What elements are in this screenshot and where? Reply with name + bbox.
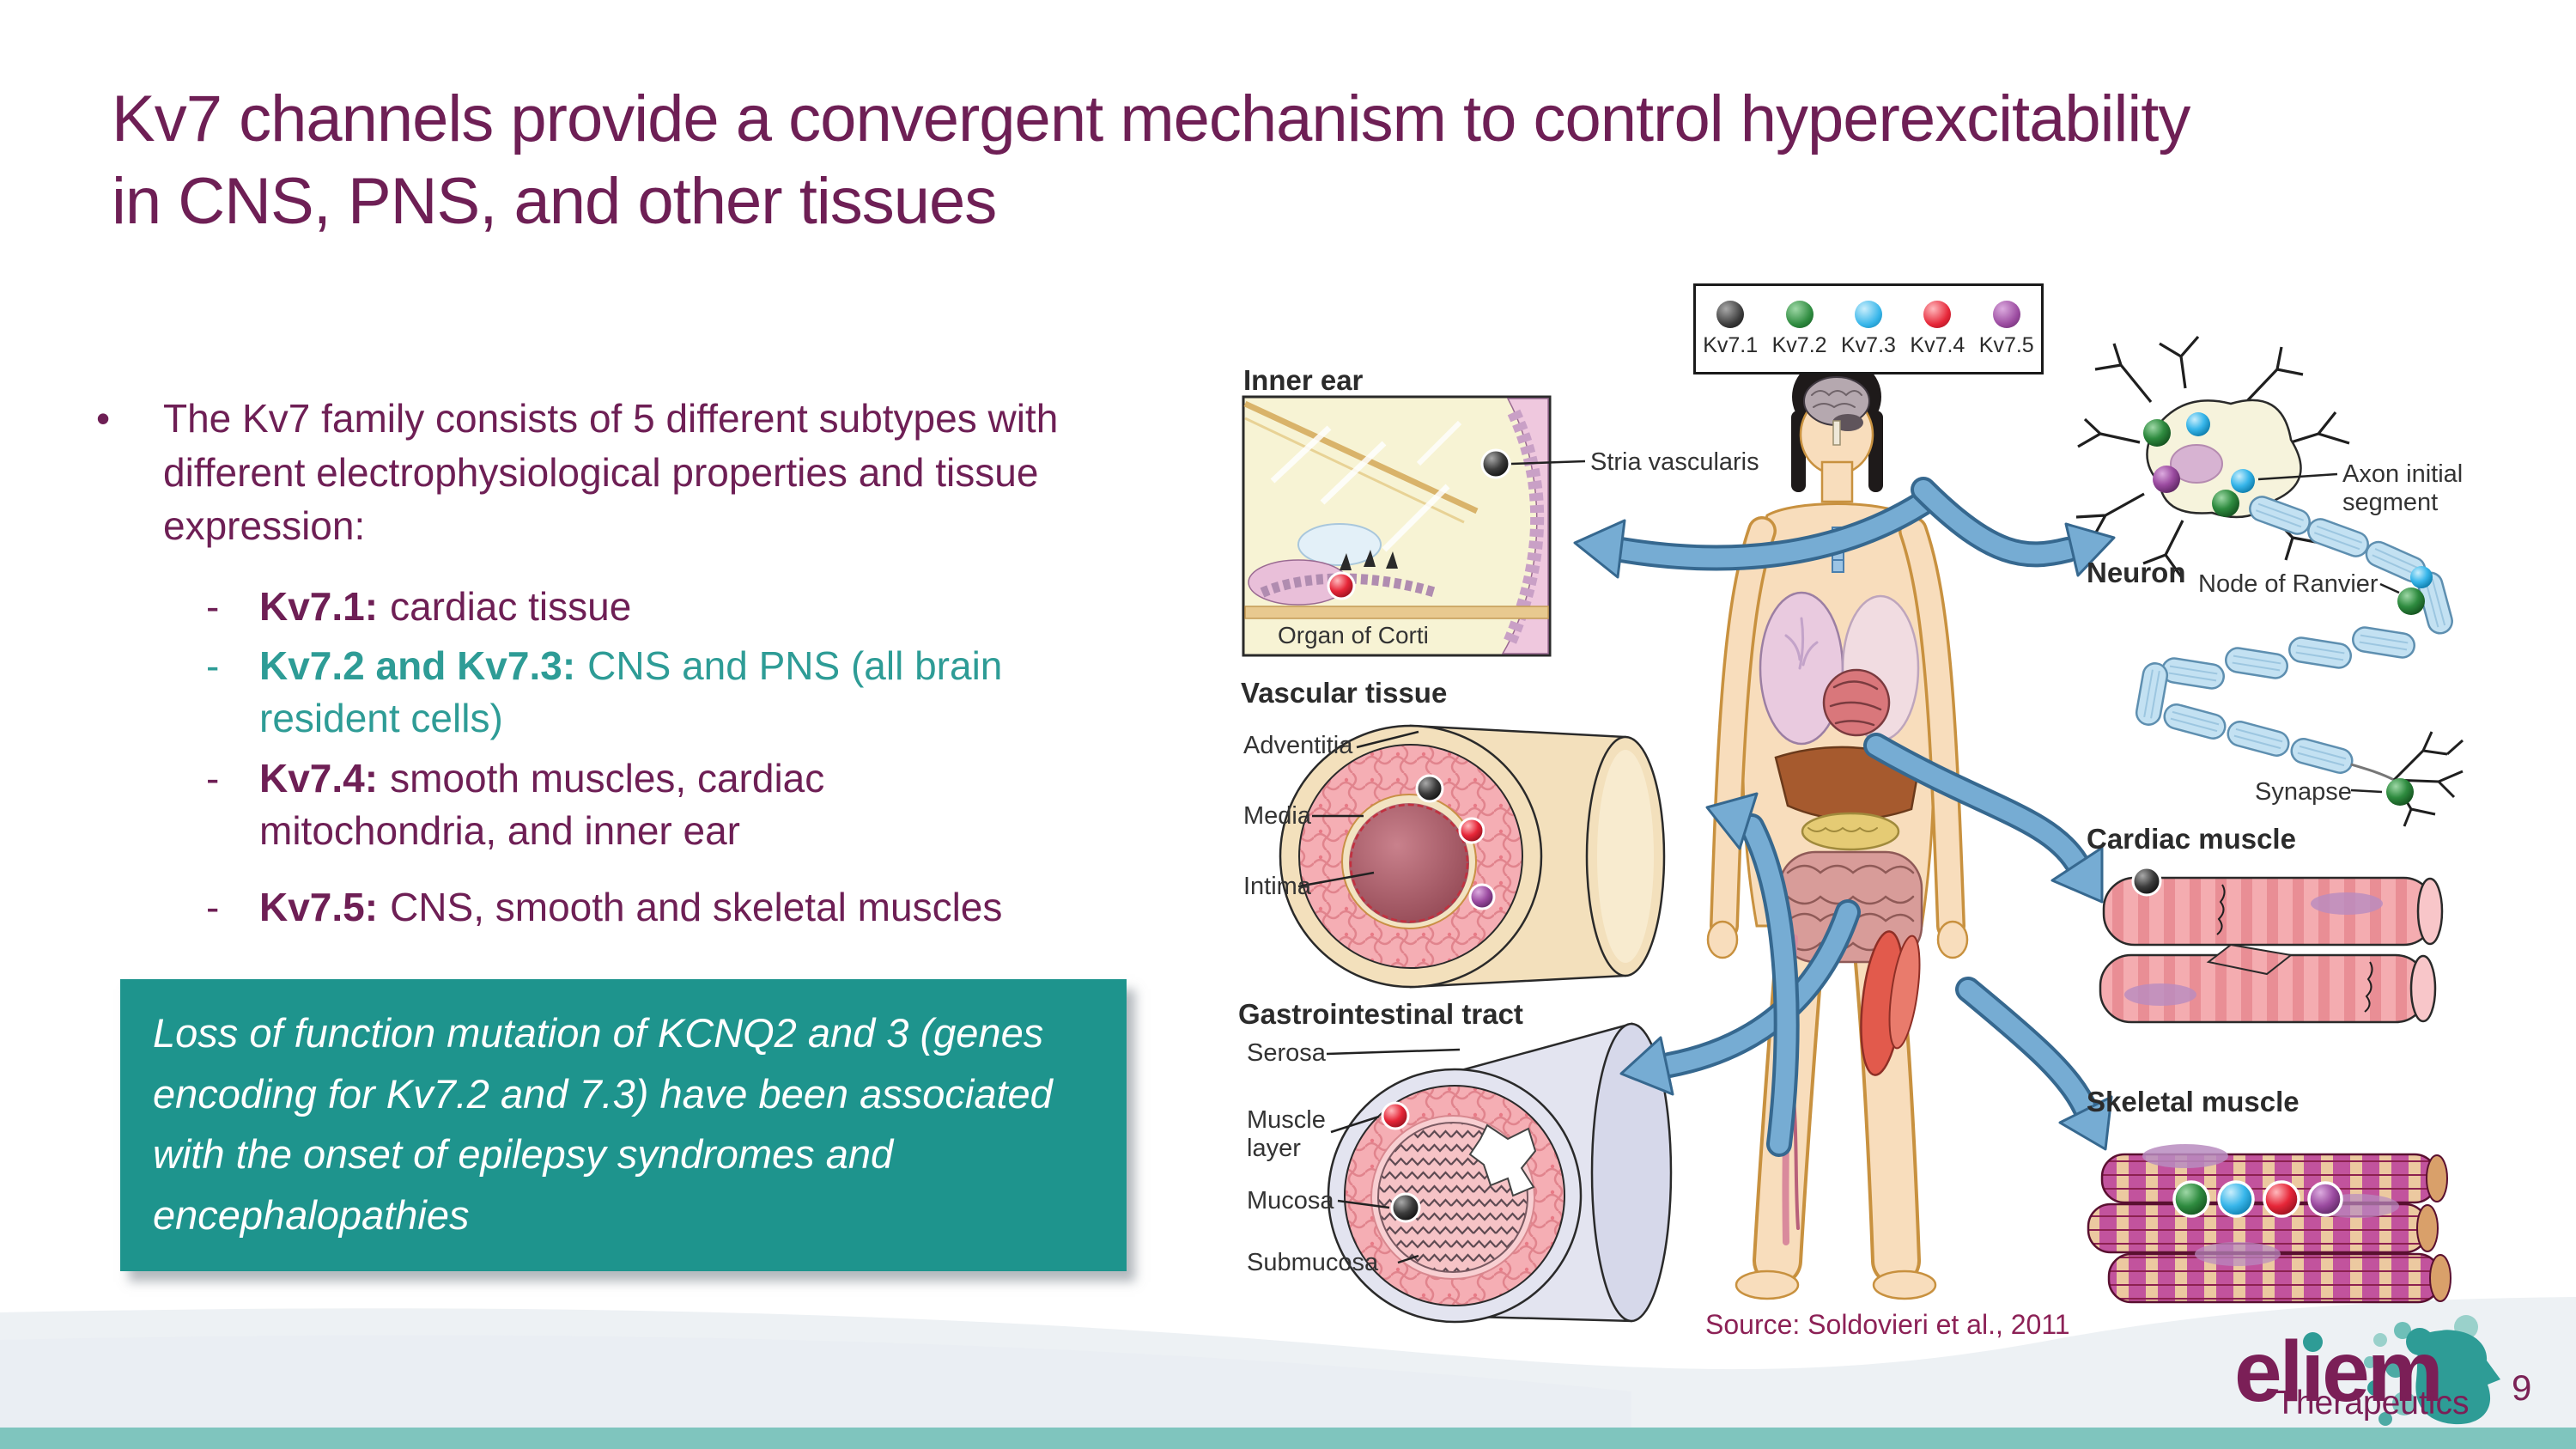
dash-marker: - [206, 584, 220, 629]
dash-marker: - [206, 884, 220, 929]
callout-box: Loss of function mutation of KCNQ2 and 3… [120, 979, 1127, 1271]
kv71-text: cardiac tissue [390, 584, 632, 629]
legend-label: Kv7.2 [1771, 332, 1827, 357]
kv7-legend: Kv7.1 Kv7.2 Kv7.3 Kv7.4 Kv7.5 [1693, 283, 2044, 374]
list-item-kv74: - Kv7.4:smooth muscles, cardiac mitochon… [206, 752, 1151, 857]
gi-panel [1326, 1022, 1673, 1324]
legend-item-kv75: Kv7.5 [1973, 300, 2040, 358]
logo-subtitle: Therapeutics [2275, 1385, 2470, 1422]
adventitia-label: Adventitia [1243, 732, 1353, 759]
legend-label: Kv7.1 [1703, 332, 1759, 357]
bullet-intro-text: The Kv7 family consists of 5 different s… [163, 396, 1059, 549]
media-label: Media [1243, 802, 1311, 830]
dash-marker: - [206, 643, 220, 689]
slide-title: Kv7 channels provide a convergent mechan… [112, 82, 2190, 238]
vascular-tissue-title: Vascular tissue [1241, 677, 1448, 709]
kv71-label: Kv7.1: [259, 584, 379, 629]
footer-band [0, 1297, 2576, 1449]
kv75-label: Kv7.5: [259, 884, 379, 929]
list-item-kv72-kv73: - Kv7.2 and Kv7.3:CNS and PNS (all brain… [206, 640, 1151, 745]
neuron-title: Neuron [2087, 557, 2186, 588]
logo-face-icon [2364, 1315, 2500, 1426]
cardiac-muscle-title: Cardiac muscle [2087, 823, 2296, 855]
legend-label: Kv7.5 [1978, 332, 2034, 357]
gi-tract-title: Gastrointestinal tract [1238, 998, 1523, 1030]
legend-item-kv72: Kv7.2 [1766, 300, 1833, 358]
organ-of-corti-label: Organ of Corti [1278, 622, 1429, 648]
dash-marker: - [206, 755, 220, 801]
list-item-kv75: - Kv7.5:CNS, smooth and skeletal muscles [206, 881, 1151, 934]
legend-label: Kv7.4 [1910, 332, 1965, 357]
kv73-sphere-icon [1854, 300, 1882, 328]
intima-label: Intima [1243, 873, 1311, 900]
logo-idot-icon [2303, 1332, 2323, 1352]
inner-ear-panel [1242, 395, 1586, 657]
kv75-text: CNS, smooth and skeletal muscles [390, 884, 1003, 929]
logo-wordmark: eliem [2234, 1324, 2444, 1420]
kv71-sphere-icon [1716, 300, 1745, 328]
bullet-marker: • [96, 396, 111, 441]
subtype-list: - Kv7.1:cardiac tissue - Kv7.2 and Kv7.3… [206, 581, 1151, 941]
legend-item-kv71: Kv7.1 [1697, 300, 1764, 358]
vascular-panel [1279, 724, 1666, 989]
flow-arrows [1573, 477, 2116, 1157]
synapse-label: Synapse [2255, 778, 2352, 806]
legend-item-kv73: Kv7.3 [1835, 300, 1902, 358]
source-citation: Source: Soldovieri et al., 2011 [1705, 1309, 2070, 1340]
human-body [1706, 356, 1969, 1300]
mucosa-label: Mucosa [1247, 1187, 1334, 1215]
inner-ear-title: Inner ear [1243, 364, 1364, 396]
kv72-sphere-icon [1785, 300, 1814, 328]
submucosa-label: Submucosa [1247, 1249, 1379, 1276]
axon-initial-segment-label: Axon initial segment [2342, 460, 2464, 516]
serosa-label: Serosa [1247, 1039, 1326, 1067]
legend-item-kv74: Kv7.4 [1904, 300, 1971, 358]
stria-vascularis-label: Stria vascularis [1590, 448, 1759, 476]
kv75-sphere-icon [1992, 300, 2020, 328]
kv72-label: Kv7.2 and Kv7.3: [259, 643, 576, 689]
legend-label: Kv7.3 [1841, 332, 1896, 357]
node-of-ranvier-label: Node of Ranvier [2198, 570, 2379, 598]
cardiac-muscle-panel [2099, 866, 2444, 1024]
list-item-kv71: - Kv7.1:cardiac tissue [206, 581, 1151, 633]
kv72-text: CNS and PNS (all brain resident cells) [259, 643, 1003, 741]
muscle-layer-label: Muscle layer [1247, 1106, 1326, 1162]
page-number: 9 [2512, 1367, 2532, 1408]
bullet-intro: • The Kv7 family consists of 5 different… [96, 392, 1195, 553]
callout-text: Loss of function mutation of KCNQ2 and 3… [153, 1010, 1053, 1238]
skeletal-muscle-panel [2087, 1144, 2451, 1304]
kv74-text: smooth muscles, cardiac mitochondria, an… [259, 755, 825, 853]
neuron-panel [2075, 335, 2464, 827]
kv74-label: Kv7.4: [259, 755, 379, 801]
skeletal-muscle-title: Skeletal muscle [2087, 1086, 2300, 1117]
kv74-sphere-icon [1923, 300, 1952, 328]
